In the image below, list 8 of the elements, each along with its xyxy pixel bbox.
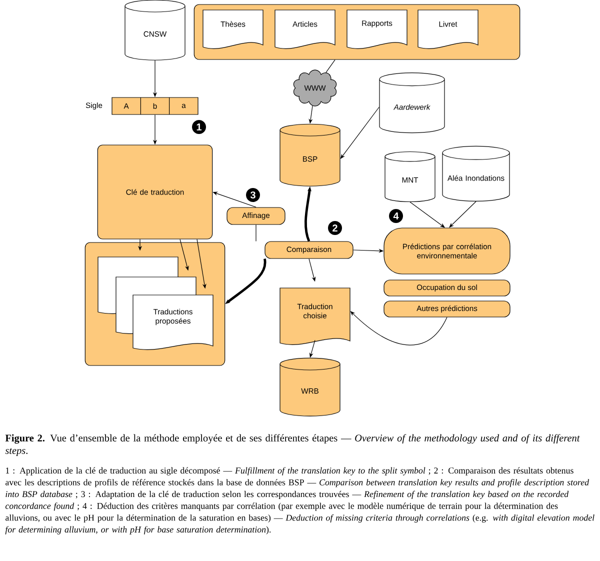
step-number: 4 bbox=[389, 209, 403, 223]
arrow bbox=[410, 202, 445, 228]
arrow bbox=[350, 311, 448, 346]
caption-notes: 1 : Application de la clé de traduction au sigle décomposé — Fulfillment of the translation key to the split symbol ; 2 : Comparaison des résultats obtenus avec les descriptions de profils de référence stockés dans la base de données BSP — Comparison between translation key results and profile description stored into BSP database ; 3 : Adaptation de la clé de traduction selon les correspondances trouvées — Refinement of the translation key based on the recorded concordance found ; 4 : Déduction des critères manquants par corrélation (par exemple avec le modèle numérique de terrain pour la détermination des alluvions, ou avec le pH pour la détermination de la saturation en bases) — Deduction of missing criteria through correlations (e.g. with digital elevation model for determining alluvium, or with pH for base saturation determination). bbox=[5, 467, 594, 534]
figure-caption: Figure 2. Vue d’ensemble de la méthode employée et de ses différentes étapes — Overview of the methodology used and of its different steps. bbox=[5, 434, 580, 456]
step-number: 2 bbox=[328, 221, 342, 235]
step-number: 1 bbox=[192, 120, 206, 134]
step-number: 3 bbox=[246, 188, 260, 202]
